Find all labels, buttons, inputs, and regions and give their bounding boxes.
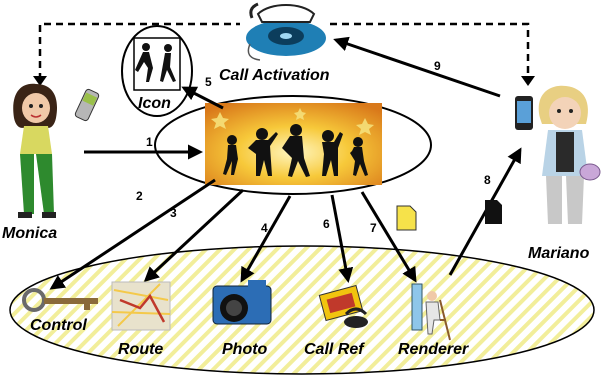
monica-avatar — [13, 83, 58, 218]
key-icon — [22, 288, 98, 312]
arrow-6 — [330, 194, 354, 283]
camera-icon — [212, 280, 272, 325]
step-3: 3 — [170, 206, 177, 220]
call-activation-label: Call Activation — [219, 67, 330, 84]
step-1: 1 — [146, 135, 153, 149]
step-4: 4 — [261, 221, 268, 235]
control-label: Control — [30, 317, 87, 334]
activation-arrowhead-right — [521, 76, 535, 86]
step-8: 8 — [484, 173, 491, 187]
monica-label: Monica — [2, 225, 57, 242]
telephone-icon — [246, 2, 326, 61]
document-icon — [396, 205, 417, 231]
flow-arrows — [49, 36, 522, 290]
call-ref-label: Call Ref — [304, 341, 365, 358]
step-6: 6 — [323, 217, 330, 231]
step-7: 7 — [370, 221, 377, 235]
step-9: 9 — [434, 59, 441, 73]
icon-label: Icon — [138, 95, 171, 112]
mobile-phone-icon — [74, 88, 100, 122]
step-5: 5 — [205, 75, 212, 89]
arrow-4 — [240, 195, 292, 283]
arrow-2 — [49, 178, 216, 290]
arrow-9 — [333, 36, 501, 98]
activation-loop — [38, 22, 530, 80]
sim-card-icon — [485, 200, 502, 224]
mariano-label: Mariano — [528, 245, 590, 262]
ticket-phone-icon — [318, 284, 368, 328]
activation-arrowhead-left — [33, 76, 47, 86]
photo-label: Photo — [222, 341, 268, 358]
dancers-image — [205, 103, 382, 185]
painter-icon — [411, 283, 451, 341]
arrow-3 — [143, 188, 245, 283]
services-ellipse — [9, 245, 595, 375]
renderer-label: Renderer — [398, 341, 469, 358]
map-icon — [111, 281, 171, 331]
smartphone-icon — [515, 96, 533, 130]
route-label: Route — [118, 341, 163, 358]
arrow-7 — [360, 191, 417, 283]
step-2: 2 — [136, 189, 143, 203]
icon-node: Icon — [121, 25, 193, 117]
arrow-5 — [181, 86, 224, 110]
mariano-avatar — [538, 85, 601, 224]
